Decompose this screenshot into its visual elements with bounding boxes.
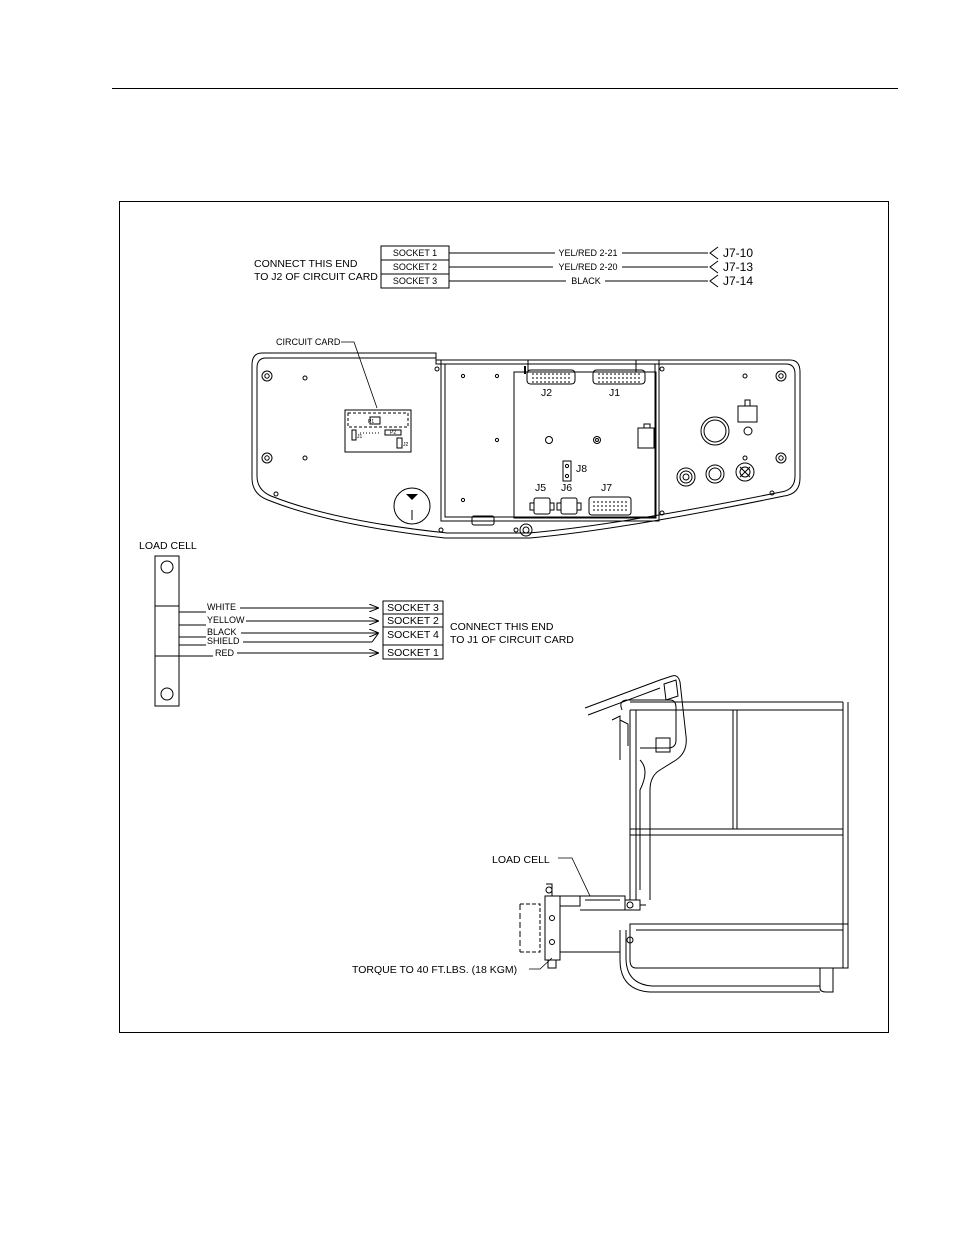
pin-chevron-icon <box>709 274 719 288</box>
pin-chevron-icon <box>709 260 719 274</box>
lc-socket-label: SOCKET 3 <box>387 602 439 614</box>
pin-label: J7-13 <box>723 260 753 274</box>
j2-socket-label: SOCKET 1 <box>393 248 437 258</box>
figure-frame <box>119 201 889 1033</box>
torque-note: TORQUE TO 40 FT.LBS. (18 KGM) <box>352 964 517 976</box>
j2-socket-label: SOCKET 3 <box>393 276 437 286</box>
card-mark: J2 <box>403 442 409 448</box>
lc-socket-label: SOCKET 4 <box>387 629 439 641</box>
card-mark: P1 <box>368 419 374 425</box>
wire-color-label: YEL/RED 2-20 <box>558 262 617 272</box>
wire-color-label: YELLOW <box>207 615 245 625</box>
lc-socket-label: SOCKET 1 <box>387 647 439 659</box>
j1-note-line1: CONNECT THIS END <box>450 621 554 633</box>
j2-note-line1: CONNECT THIS END <box>254 258 358 270</box>
connector-label: J7 <box>601 482 612 494</box>
card-mark: P2 <box>390 430 396 436</box>
wire-color-label: SHIELD <box>207 636 240 646</box>
control-panel <box>251 341 801 539</box>
load-cell-cable: LOAD CELL WHITE YELLOW BLACK SHIELD RED … <box>139 540 574 707</box>
j1-note-line2: TO J1 OF CIRCUIT CARD <box>450 634 574 646</box>
platform-load-cell-label: LOAD CELL <box>492 854 550 866</box>
pin-label: J7-10 <box>723 246 753 260</box>
load-cell-title: LOAD CELL <box>139 540 197 552</box>
j2-note-line2: TO J2 OF CIRCUIT CARD <box>254 271 378 283</box>
header-rule <box>112 88 898 89</box>
pin-chevron-icon <box>709 246 719 260</box>
lc-socket-label: SOCKET 2 <box>387 615 439 627</box>
panel-labels: CIRCUIT CARD J2 J1 J8 J5 J6 J7 P1 P2 J1 … <box>276 337 620 494</box>
wire-color-label: BLACK <box>207 627 237 637</box>
connector-label: J8 <box>576 463 587 475</box>
j2-cable: CONNECT THIS END TO J2 OF CIRCUIT CARD S… <box>254 245 753 289</box>
connector-label: J2 <box>541 387 552 399</box>
wire-color-label: WHITE <box>207 602 236 612</box>
mount-hole-icon <box>160 687 174 701</box>
pin-label: J7-14 <box>723 274 753 288</box>
wire-color-label: YEL/RED 2-21 <box>558 248 617 258</box>
connector-label: J6 <box>561 482 572 494</box>
load-cell-body <box>154 555 180 707</box>
wire-color-label: BLACK <box>571 276 601 286</box>
connector-label: J5 <box>535 482 546 494</box>
platform-labels: LOAD CELL TORQUE TO 40 FT.LBS. (18 KGM) <box>352 854 550 976</box>
mount-hole-icon <box>160 560 174 574</box>
j2-socket-label: SOCKET 2 <box>393 262 437 272</box>
circuit-card-label: CIRCUIT CARD <box>276 337 341 347</box>
platform-assembly <box>519 675 849 993</box>
socket-box <box>382 644 444 660</box>
card-mark: J1 <box>357 434 363 440</box>
connector-label: J1 <box>609 387 620 399</box>
wire-color-label: RED <box>215 648 235 658</box>
